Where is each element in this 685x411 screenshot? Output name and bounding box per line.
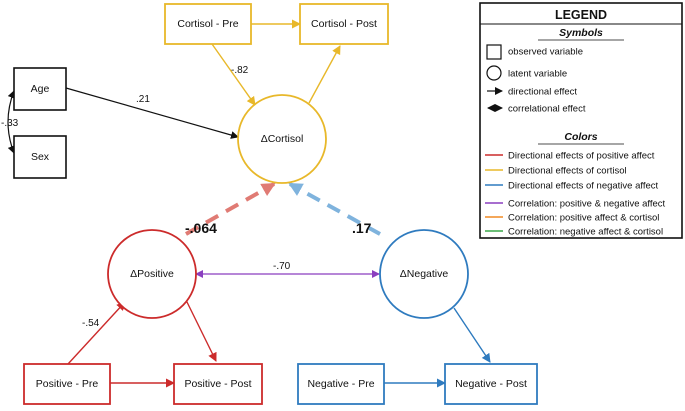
coef-age-cortisol: .21 bbox=[136, 94, 150, 105]
node-positive-post-label: Positive - Post bbox=[184, 378, 251, 390]
node-positive-pre-label: Positive - Pre bbox=[36, 378, 99, 390]
legend-border bbox=[479, 2, 683, 239]
legend-symbol-latent: latent variable bbox=[508, 69, 567, 80]
edge-positive-cortisol-dashed bbox=[185, 182, 276, 236]
node-sex: Sex bbox=[13, 135, 67, 179]
edge-age-cortisol bbox=[65, 87, 239, 139]
coef-positive-cortisol: -.064 bbox=[185, 220, 217, 236]
coef-negative-cortisol: .17 bbox=[352, 220, 372, 236]
legend-symbol-correlational: correlational effect bbox=[508, 104, 586, 115]
legend-color-negative: Directional effects of negative affect bbox=[508, 181, 659, 192]
legend-color-pos-neg: Correlation: positive & negative affect bbox=[508, 199, 666, 210]
node-negative-pre-label: Negative - Pre bbox=[307, 378, 374, 390]
coef-positive-pre-delta: -.54 bbox=[82, 318, 100, 329]
node-negative-post: Negative - Post bbox=[444, 363, 538, 405]
legend-symbol-directional: directional effect bbox=[508, 87, 577, 98]
coef-age-sex: -.33 bbox=[1, 118, 19, 129]
node-delta-positive: ΔPositive bbox=[107, 229, 197, 319]
node-cortisol-post: Cortisol - Post bbox=[299, 3, 389, 45]
node-negative-pre: Negative - Pre bbox=[297, 363, 385, 405]
edge-age-sex-correlation bbox=[7, 90, 16, 154]
node-age: Age bbox=[13, 67, 67, 111]
node-delta-negative: ΔNegative bbox=[379, 229, 469, 319]
node-delta-cortisol: ΔCortisol bbox=[237, 94, 327, 184]
node-delta-negative-label: ΔNegative bbox=[400, 268, 449, 280]
legend-square-symbol bbox=[486, 44, 502, 60]
legend-color-pos-cort: Correlation: positive affect & cortisol bbox=[508, 213, 659, 224]
node-delta-positive-label: ΔPositive bbox=[130, 268, 174, 280]
edge-delta-positive-post bbox=[185, 299, 217, 362]
legend-circle-symbol bbox=[486, 65, 502, 81]
legend-colors-header: Colors bbox=[564, 131, 597, 143]
node-age-label: Age bbox=[31, 83, 50, 95]
edge-cortisol-pre-delta bbox=[211, 43, 256, 106]
legend-color-positive: Directional effects of positive affect bbox=[508, 151, 655, 162]
legend-color-neg-cort: Correlation: negative affect & cortisol bbox=[508, 227, 663, 238]
legend-symbol-observed: observed variable bbox=[508, 47, 583, 58]
legend-symbols-header: Symbols bbox=[559, 27, 603, 39]
coef-cortisol-pre-delta: -.82 bbox=[231, 65, 249, 76]
edge-negative-cortisol-dashed bbox=[288, 182, 381, 236]
node-positive-post: Positive - Post bbox=[173, 363, 263, 405]
legend: LEGEND Symbols observed variable latent … bbox=[479, 2, 683, 239]
legend-title: LEGEND bbox=[555, 8, 607, 22]
node-positive-pre: Positive - Pre bbox=[23, 363, 111, 405]
node-cortisol-pre-label: Cortisol - Pre bbox=[177, 18, 238, 30]
node-cortisol-pre: Cortisol - Pre bbox=[164, 3, 252, 45]
edge-delta-negative-post bbox=[453, 307, 491, 363]
edge-positive-pre-delta bbox=[67, 301, 126, 365]
node-sex-label: Sex bbox=[31, 151, 50, 163]
coef-positive-negative: -.70 bbox=[273, 261, 291, 272]
legend-color-cortisol: Directional effects of cortisol bbox=[508, 166, 627, 177]
edge-delta-cortisol-post bbox=[308, 45, 341, 104]
node-negative-post-label: Negative - Post bbox=[455, 378, 527, 390]
node-cortisol-post-label: Cortisol - Post bbox=[311, 18, 377, 30]
node-delta-cortisol-label: ΔCortisol bbox=[261, 133, 304, 145]
